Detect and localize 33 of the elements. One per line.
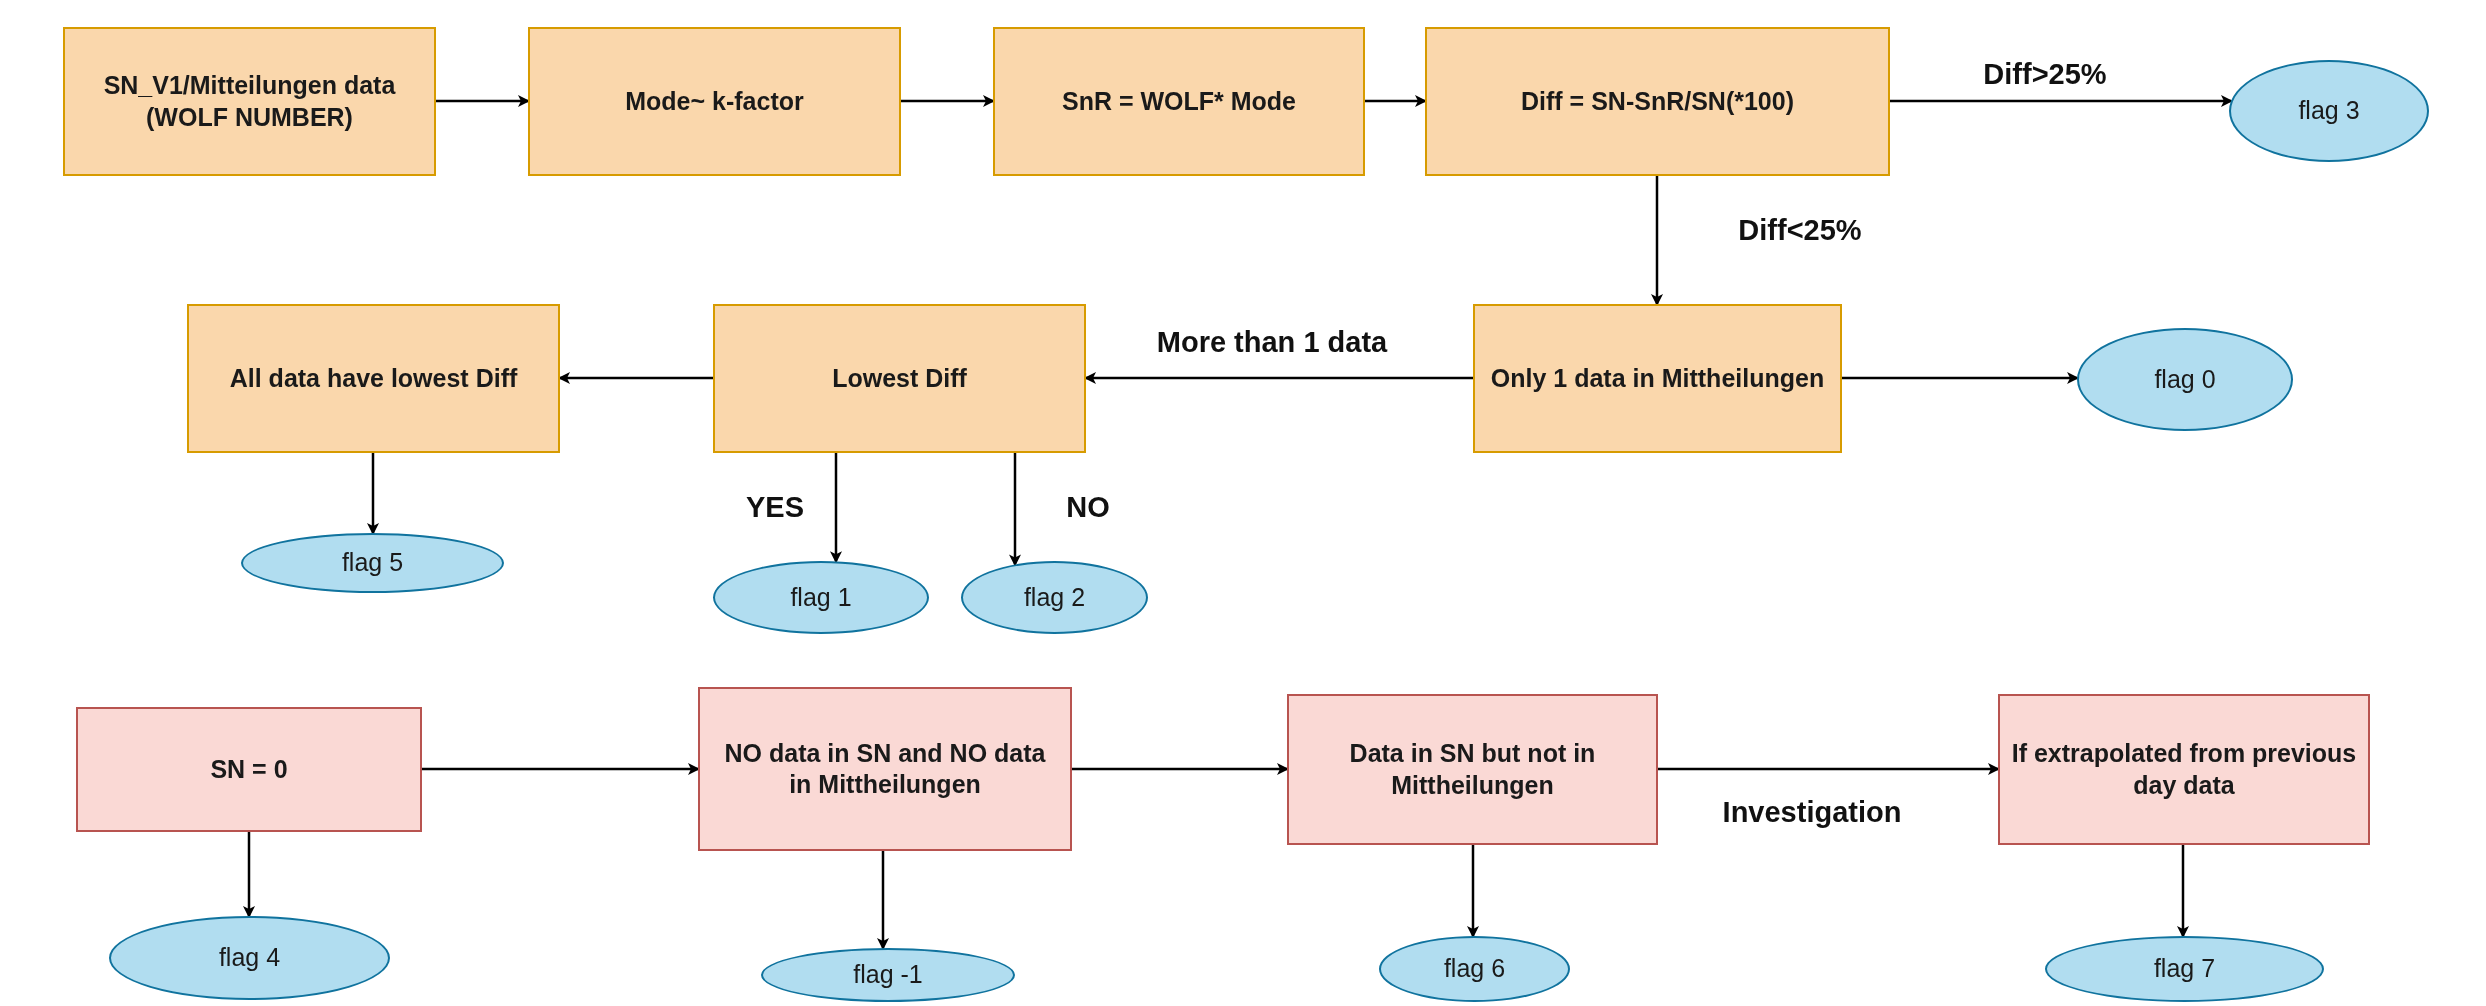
flag-ellipse: flag 3 (2229, 60, 2429, 162)
flag-ellipse: flag 1 (713, 561, 929, 634)
arrow (1467, 845, 1479, 938)
process-box: Only 1 data in Mittheilungen (1473, 304, 1842, 453)
process-box: SN_V1/Mitteilungen data (WOLF NUMBER) (63, 27, 436, 176)
process-box: SnR = WOLF* Mode (993, 27, 1365, 176)
process-box: Diff = SN-SnR/SN(*100) (1425, 27, 1890, 176)
arrow (367, 453, 379, 535)
flag-ellipse: flag 4 (109, 916, 390, 1000)
arrow (436, 95, 530, 107)
process-box: If extrapolated from previous day data (1998, 694, 2370, 845)
flag-ellipse: flag 2 (961, 561, 1148, 634)
flag-ellipse: flag -1 (761, 948, 1015, 1002)
arrow (422, 763, 700, 775)
arrow (1365, 95, 1427, 107)
process-box: SN = 0 (76, 707, 422, 832)
arrow (1651, 176, 1663, 306)
process-box: Lowest Diff (713, 304, 1086, 453)
arrow (243, 832, 255, 918)
arrow (877, 851, 889, 950)
flag-ellipse: flag 7 (2045, 936, 2324, 1002)
arrow (2177, 845, 2189, 938)
arrow (1658, 763, 2000, 775)
flag-ellipse: flag 0 (2077, 328, 2293, 431)
flag-ellipse: flag 6 (1379, 936, 1570, 1002)
arrow (830, 453, 842, 564)
process-box: Data in SN but not in Mittheilungen (1287, 694, 1658, 845)
process-box: All data have lowest Diff (187, 304, 560, 453)
arrow (1072, 763, 1289, 775)
arrow (901, 95, 995, 107)
flag-ellipse: flag 5 (241, 533, 504, 593)
process-box: NO data in SN and NO data in Mittheilungen (698, 687, 1072, 851)
process-box: Mode~ k-factor (528, 27, 901, 176)
